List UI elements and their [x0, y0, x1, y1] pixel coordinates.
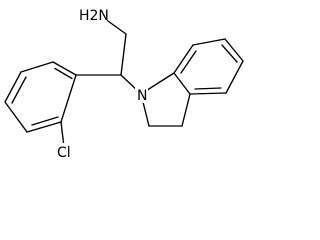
bond-indoline-1: [173, 72, 191, 95]
bond-phenyl-chlorine: [60, 121, 65, 148]
bond-phenyl-3-inner: [11, 76, 27, 104]
bond-indoline-6: [173, 44, 194, 74]
bond-indoline-2: [189, 92, 227, 95]
bond-c3-c3a: [181, 93, 191, 127]
nitrogen-label: N: [137, 88, 147, 104]
bond-phenyl-5-inner: [31, 116, 59, 126]
bond-indoline-6-inner: [180, 50, 197, 74]
bond-phenyl-1-inner: [54, 67, 73, 80]
nitrogen-label-background: [135, 87, 148, 103]
molecule-structure: H2N N Cl: [4, 5, 244, 161]
chlorine-label-background: [56, 143, 78, 160]
bond-phenyl-3: [4, 71, 22, 103]
amine-label: H2N: [79, 8, 109, 24]
bond-phenyl-2: [20, 61, 54, 73]
bond-indoline-3: [225, 60, 244, 94]
bond-indoline-5: [192, 38, 226, 46]
bond-phenyl-6: [60, 74, 77, 123]
bond-phenyl-5: [26, 121, 62, 133]
bond-indoline-4: [224, 38, 244, 62]
chlorine-label: Cl: [57, 145, 71, 161]
bond-phenyl-1: [52, 61, 77, 76]
bond-indoline-2-inner: [194, 87, 222, 90]
bond-phenyl-4: [4, 101, 28, 133]
bond-ch-ch2: [120, 33, 127, 76]
amine-label-background: [77, 5, 107, 24]
bond-indoline-4-inner: [221, 44, 238, 63]
